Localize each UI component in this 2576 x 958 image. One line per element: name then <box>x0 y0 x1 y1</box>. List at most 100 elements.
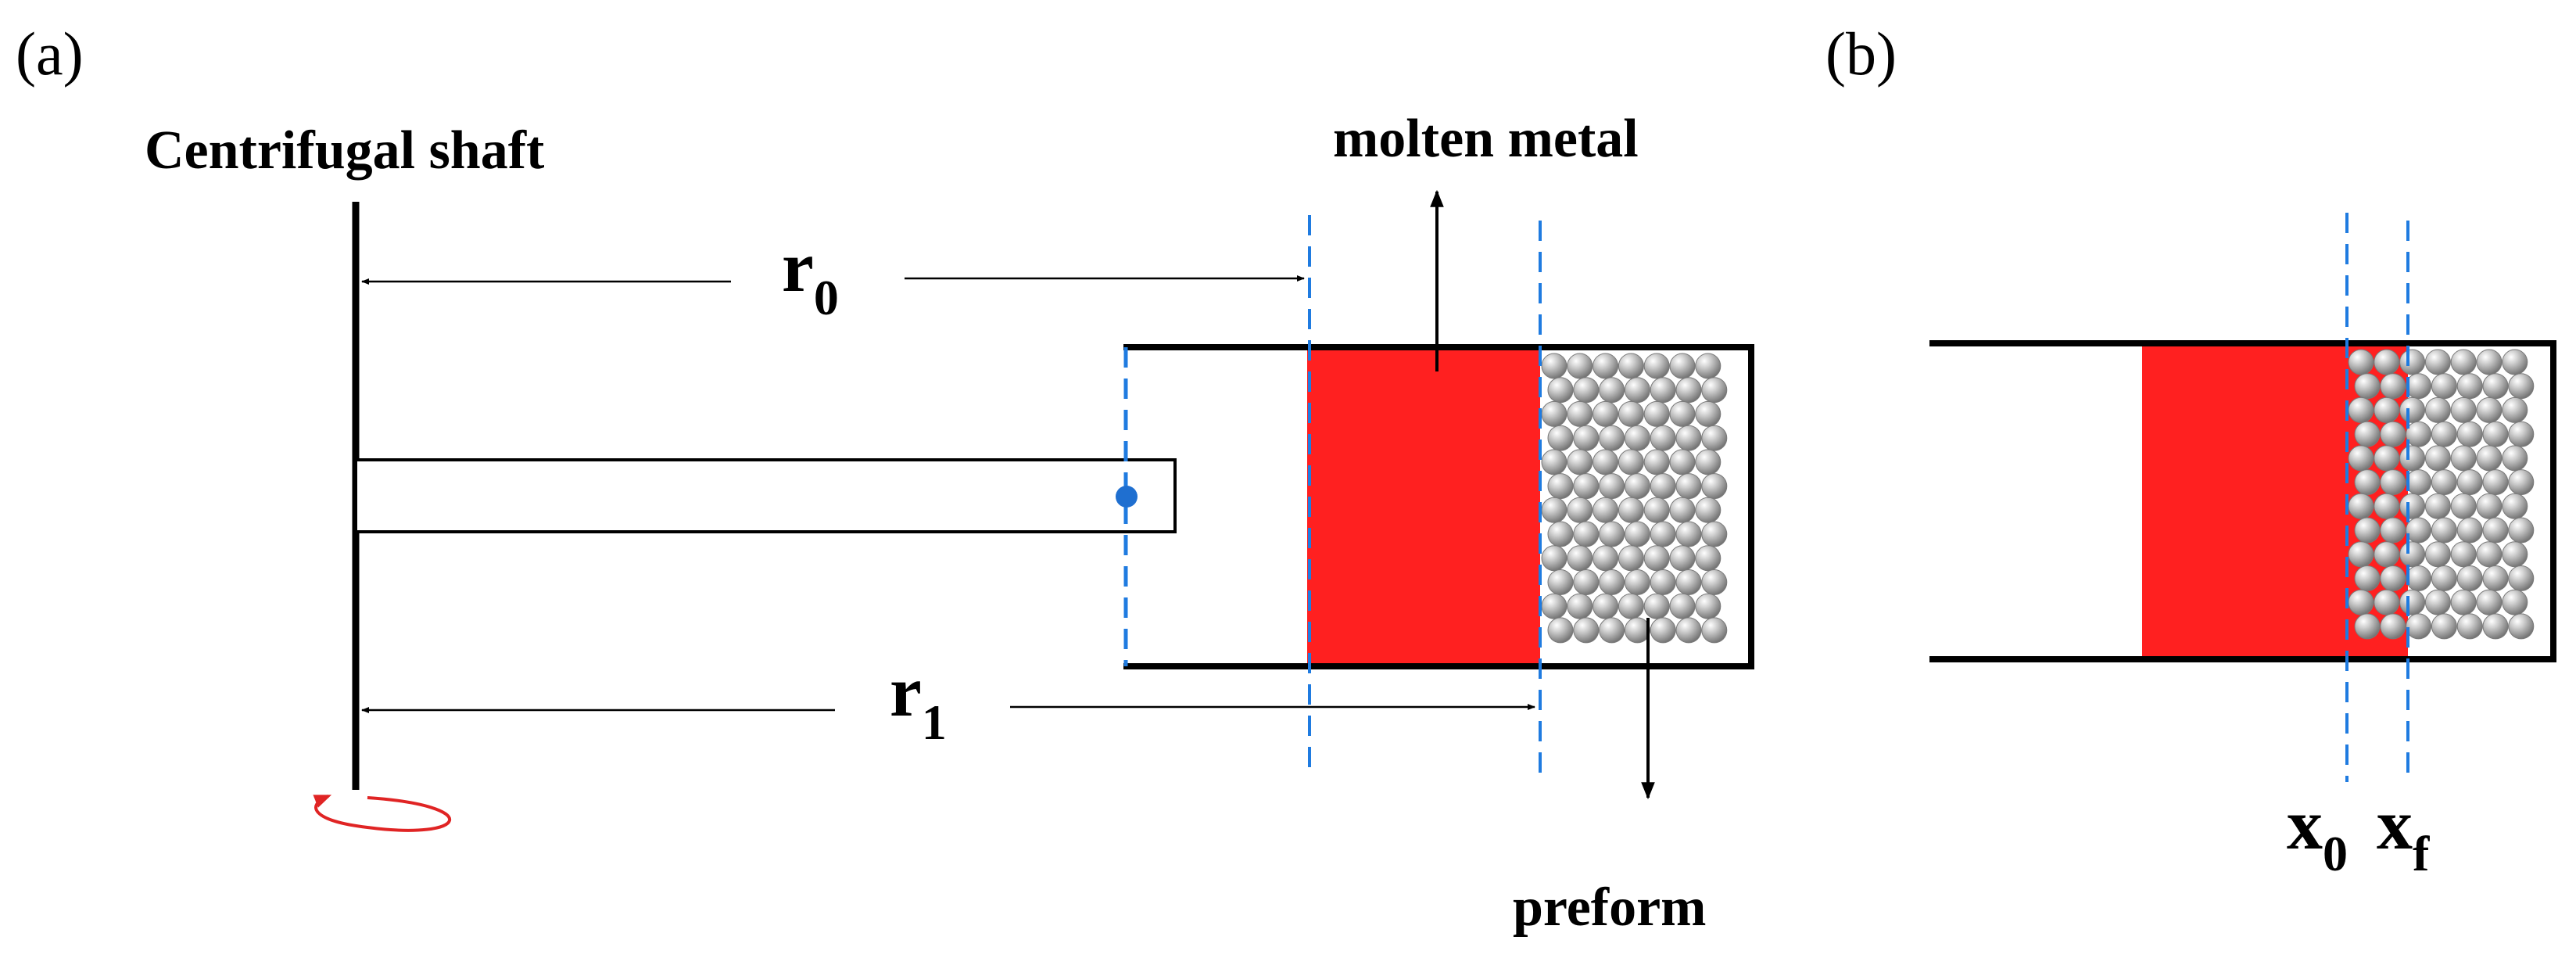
preform-particle <box>1541 400 1567 427</box>
preform-particle <box>1547 617 1574 644</box>
preform-particle <box>1695 449 1722 475</box>
preform-particle <box>1547 425 1574 451</box>
preform-particle <box>1547 521 1574 547</box>
preform-particle <box>1701 377 1728 404</box>
preform-particle <box>1593 545 1619 572</box>
preform-particle <box>2502 589 2528 615</box>
preform-particle <box>2380 517 2406 544</box>
panel-b-tag: (b) <box>1825 20 1897 88</box>
preform-particle <box>1675 617 1702 644</box>
preform-particle <box>1643 497 1670 523</box>
preform-particle <box>1593 400 1619 427</box>
preform-particle <box>2399 589 2426 615</box>
preform-particle <box>2399 445 2426 472</box>
preform-particle <box>2476 349 2503 375</box>
preform-particle <box>2354 421 2381 447</box>
preform-particle <box>1593 449 1619 475</box>
preform-particle <box>2508 613 2535 640</box>
preform-particle <box>1669 593 1696 619</box>
preform-particle <box>2482 469 2509 496</box>
panel-b: (b) x0 xf <box>1825 20 2556 881</box>
molten-metal-label: molten metal <box>1333 109 1639 169</box>
preform-particle <box>2476 445 2503 472</box>
r1-label: r1 <box>890 651 947 750</box>
preform-particle <box>2431 565 2457 591</box>
preform-particle <box>2424 493 2451 519</box>
preform-particle <box>1573 473 1600 500</box>
preform-particle <box>1567 593 1593 619</box>
preform-particle <box>2502 349 2528 375</box>
preform-particle <box>1541 545 1567 572</box>
preform-particle <box>1618 400 1644 427</box>
preform-particle <box>1547 473 1574 500</box>
preform-particle <box>1701 473 1728 500</box>
preform-particle <box>1573 617 1600 644</box>
preform-particle <box>1573 425 1600 451</box>
preform-particle <box>1547 569 1574 595</box>
preform-particle <box>1650 569 1676 595</box>
preform-particle <box>1624 473 1650 500</box>
preform-particle <box>2508 517 2535 544</box>
preform-particle <box>1599 377 1625 404</box>
preform-particle <box>2508 469 2535 496</box>
preform-particle <box>2399 349 2426 375</box>
xf-label: xf <box>2377 784 2430 881</box>
preform-particle <box>2450 493 2477 519</box>
preform-particle <box>1701 425 1728 451</box>
mold-container-b <box>1929 340 2556 662</box>
preform-particle <box>1593 353 1619 379</box>
preform-particle <box>1675 521 1702 547</box>
preform-particle <box>2348 445 2374 472</box>
preform-particle <box>1573 377 1600 404</box>
preform-particle <box>1669 545 1696 572</box>
preform-particle <box>1618 545 1644 572</box>
preform-particle <box>2450 396 2477 423</box>
preform-particle <box>1573 569 1600 595</box>
preform-particle <box>2380 469 2406 496</box>
preform-particle <box>1599 617 1625 644</box>
preform-particle <box>2502 445 2528 472</box>
preform-particle <box>1643 449 1670 475</box>
rotating-arm <box>354 458 1177 533</box>
preform-particle <box>2354 517 2381 544</box>
preform-particle <box>2354 373 2381 400</box>
preform-particle <box>1650 617 1676 644</box>
preform-particle <box>2406 565 2432 591</box>
preform-particle <box>2399 396 2426 423</box>
preform-particle <box>2431 421 2457 447</box>
preform-particle <box>1695 353 1722 379</box>
preform-particle <box>1624 569 1650 595</box>
preform-particle <box>1675 473 1702 500</box>
preform-particle <box>1593 593 1619 619</box>
preform-particle <box>1643 400 1670 427</box>
panel-a-tag: (a) <box>16 20 84 88</box>
preform-particle <box>1599 425 1625 451</box>
molten-metal-region <box>1307 350 1540 663</box>
preform-particle <box>2476 396 2503 423</box>
preform-particle <box>2431 613 2457 640</box>
preform-particle <box>1650 425 1676 451</box>
preform-particle <box>2374 493 2400 519</box>
preform-particle <box>2406 421 2432 447</box>
preform-particle <box>1695 545 1722 572</box>
preform-particle <box>2456 565 2483 591</box>
preform-particle <box>2476 541 2503 568</box>
preform-particle <box>2380 373 2406 400</box>
preform-particle <box>1675 377 1702 404</box>
preform-particle <box>1624 377 1650 404</box>
preform-particle <box>1669 400 1696 427</box>
preform-particle <box>1650 473 1676 500</box>
preform-particle <box>1567 497 1593 523</box>
preform-particle <box>2348 541 2374 568</box>
preform-particle <box>2431 469 2457 496</box>
preform-particle <box>1624 425 1650 451</box>
preform-particle <box>1643 353 1670 379</box>
pivot-dot <box>1116 486 1138 508</box>
preform-particle <box>2406 469 2432 496</box>
preform-particle <box>1650 521 1676 547</box>
preform-particle <box>2348 396 2374 423</box>
preform-particle <box>2424 396 2451 423</box>
preform-particle <box>2380 421 2406 447</box>
preform-particle <box>2450 589 2477 615</box>
